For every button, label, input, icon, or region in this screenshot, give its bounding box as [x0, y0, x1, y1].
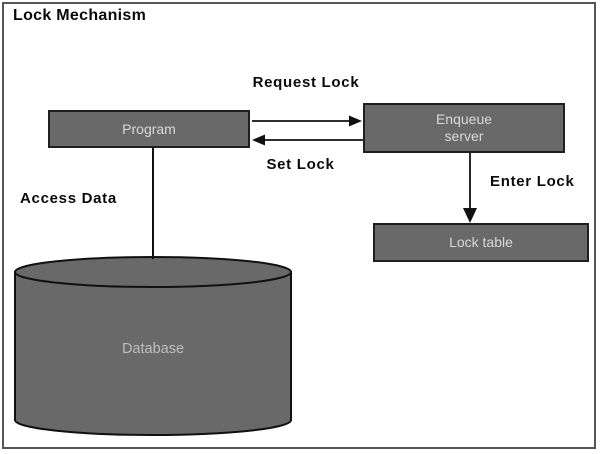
request-lock-label: Request Lock [252, 74, 360, 91]
access-data-label: Access Data [20, 190, 117, 207]
enter-lock-label: Enter Lock [490, 173, 575, 190]
diagram-title: Lock Mechanism [13, 7, 147, 24]
lock-table-node: Lock table [373, 223, 589, 262]
program-node: Program [48, 110, 250, 148]
enqueue-server-node: Enqueue server [363, 103, 565, 153]
diagram-frame-border [2, 2, 596, 449]
set-lock-label: Set Lock [266, 156, 335, 173]
database-node-label: Database [121, 341, 185, 357]
